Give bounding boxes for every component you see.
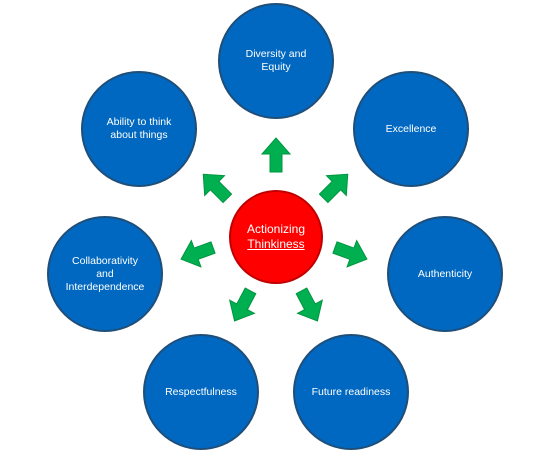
node-ability-to-think-about-things: Ability to think about things (81, 71, 197, 187)
node-future-readiness: Future readiness (293, 334, 409, 450)
arrow-to-excellence-icon (318, 173, 349, 204)
node-diversity-and-equity: Diversity and Equity (218, 3, 334, 119)
node-excellence: Excellence (353, 71, 469, 187)
arrow-to-respectfulness-icon (228, 287, 257, 322)
center-node-actionizing-thinkiness: Actionizing Thinkiness (229, 190, 323, 284)
arrow-to-ability-to-think-about-things-icon (202, 173, 233, 204)
arrow-to-authenticity-icon (332, 239, 368, 268)
node-collaborativity-and-interdependence: Collaborativity and Interdependence (47, 216, 163, 332)
center-label-line-1: Actionizing (246, 222, 306, 236)
center-label-line-2: Thinkiness (247, 237, 305, 251)
node-authenticity: Authenticity (387, 216, 503, 332)
node-respectfulness: Respectfulness (143, 334, 259, 450)
arrow-to-collaborativity-and-interdependence-icon (180, 239, 216, 268)
arrow-to-future-readiness-icon (295, 287, 324, 322)
arrow-to-diversity-and-equity-icon (260, 137, 292, 173)
